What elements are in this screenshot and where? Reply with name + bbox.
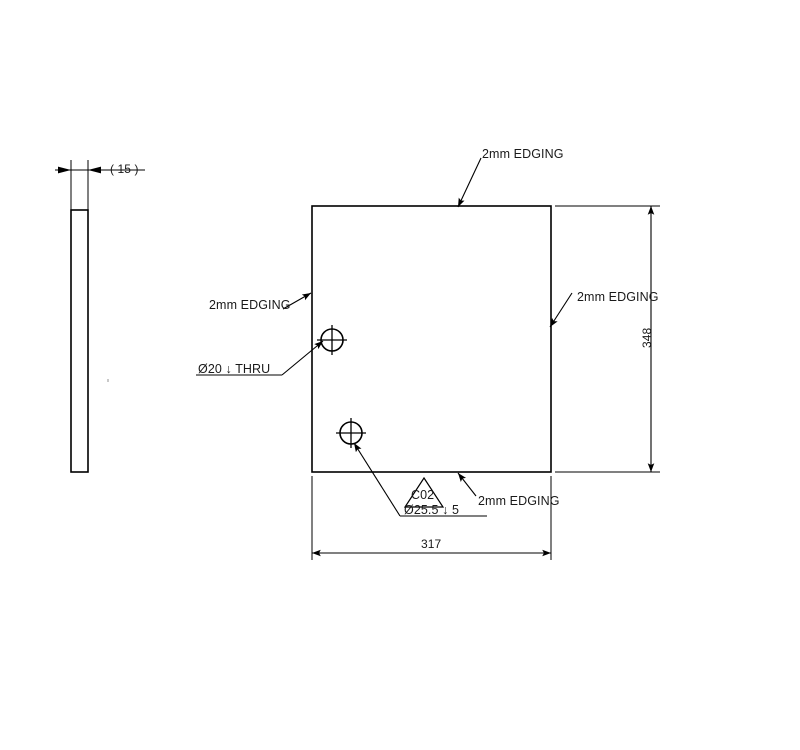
hole-lower-callout-leader xyxy=(353,442,401,517)
note-edging-top: 2mm EDGING xyxy=(482,147,564,161)
callout-tag-triangle xyxy=(403,476,445,508)
edging-bottom-leader xyxy=(457,472,477,497)
note-edging-bottom: 2mm EDGING xyxy=(478,494,560,508)
edging-right-leader xyxy=(549,292,573,328)
hole-upper-callout-leader xyxy=(281,340,324,376)
height-dim-label: 348 xyxy=(640,327,654,348)
width-dim-label: 317 xyxy=(421,537,442,551)
thickness-arrow-right xyxy=(88,166,101,174)
side-view-outline xyxy=(70,209,89,473)
side-edge-view-group xyxy=(55,160,145,473)
hole-callout-leaders-group xyxy=(196,340,487,517)
thickness-arrow-left xyxy=(58,166,71,174)
edging-top-leader xyxy=(457,157,482,208)
thickness-dim-label: ( 15 ) xyxy=(110,162,139,176)
note-edging-left: 2mm EDGING xyxy=(209,298,291,312)
hole-lower-callout-label: Ø25.5 ↓ 5 xyxy=(404,503,460,517)
note-edging-right: 2mm EDGING xyxy=(577,290,659,304)
hole-upper-callout-label: Ø20 ↓ THRU xyxy=(198,362,271,376)
edging-leaders-group xyxy=(282,157,573,497)
height-dimension-group xyxy=(555,205,660,473)
front-face-view-group xyxy=(311,205,552,473)
width-dimension-group xyxy=(311,476,552,560)
scan-artifact-speck xyxy=(107,379,109,382)
callout-tag-label: C02 xyxy=(411,488,435,502)
edging-left-leader xyxy=(282,292,312,310)
